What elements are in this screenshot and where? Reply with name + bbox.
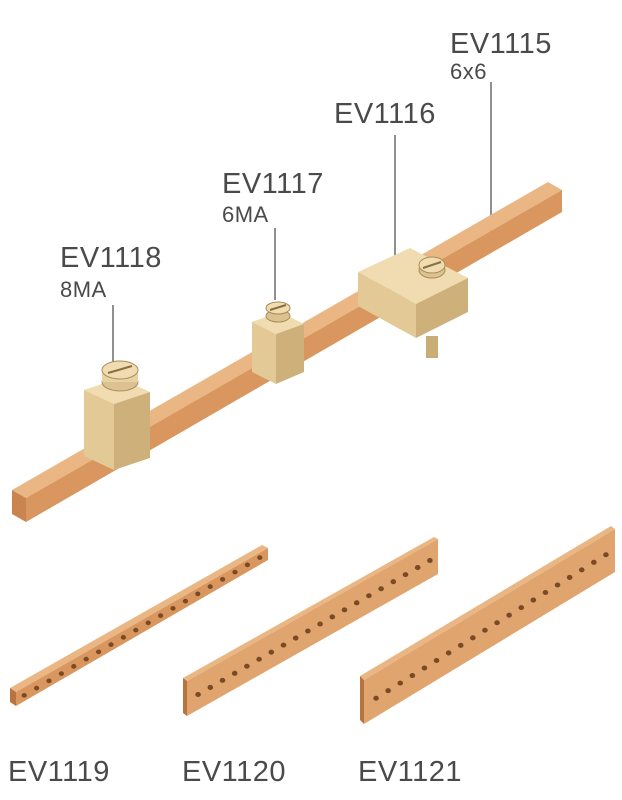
hole (96, 649, 102, 655)
hole (578, 567, 585, 573)
perforated-strip-ev1120 (183, 537, 438, 716)
hole (482, 627, 488, 633)
hole (34, 685, 40, 691)
label-ev1117-size: 6MA (222, 202, 269, 227)
hole (46, 678, 52, 684)
hole (373, 695, 379, 701)
label-ev1116: EV1116 (334, 98, 436, 130)
clamp-ev1117 (252, 301, 304, 384)
hole (120, 635, 126, 640)
label-ev1119: EV1119 (8, 756, 110, 788)
hole (317, 621, 323, 627)
label-ev1118: EV1118 (60, 242, 162, 274)
hole (353, 600, 360, 606)
hole (292, 635, 299, 641)
perforated-strip-ev1121 (360, 526, 615, 724)
hole (421, 665, 428, 671)
label-ev1115-size: 6x6 (450, 59, 487, 84)
hole (170, 606, 176, 611)
hole (530, 597, 537, 603)
hole (219, 677, 226, 683)
hole (385, 688, 391, 694)
hole (518, 605, 525, 611)
label-ev1118-size: 8MA (60, 277, 107, 302)
hole (244, 663, 250, 669)
hole (409, 673, 416, 679)
hole (414, 565, 421, 571)
hole (195, 591, 201, 597)
label-ev1117: EV1117 (222, 168, 324, 200)
hole (257, 555, 263, 560)
hole (329, 614, 336, 620)
hole (58, 671, 64, 676)
hole (133, 627, 139, 633)
hole (397, 680, 404, 686)
hole (207, 684, 214, 690)
hole (108, 642, 114, 647)
hole (195, 691, 201, 697)
perforated-strip-ev1119 (10, 545, 268, 706)
hole (427, 558, 433, 564)
hole (341, 607, 348, 613)
clamp-ev1116 (358, 248, 468, 358)
hole (433, 657, 440, 663)
clamp-ev1118 (84, 360, 150, 470)
hole (390, 579, 397, 585)
hole (402, 572, 409, 578)
hole (554, 582, 561, 588)
label-ev1121: EV1121 (358, 756, 463, 788)
hole (220, 577, 226, 582)
hole (231, 670, 238, 676)
hole (603, 552, 609, 558)
hole (470, 635, 476, 641)
hole (305, 628, 311, 634)
hole (21, 693, 27, 698)
leader-lines (112, 82, 492, 362)
hole (566, 574, 573, 580)
hole (506, 612, 512, 618)
label-ev1115: EV1115 (450, 28, 552, 60)
hole (83, 656, 89, 662)
hole (268, 649, 275, 655)
label-ev1120: EV1120 (182, 756, 287, 788)
hole (158, 613, 164, 618)
hole (457, 642, 464, 648)
hole (366, 593, 372, 599)
hole (232, 569, 238, 575)
hole (256, 656, 262, 662)
hole (280, 642, 287, 648)
hole (207, 584, 213, 589)
hole (445, 650, 452, 656)
hole (591, 559, 597, 565)
hole (378, 586, 384, 592)
hole (494, 620, 500, 626)
hole (244, 562, 250, 568)
hole (71, 664, 77, 669)
hole (182, 598, 188, 604)
hole (542, 590, 549, 596)
hole (145, 620, 151, 626)
